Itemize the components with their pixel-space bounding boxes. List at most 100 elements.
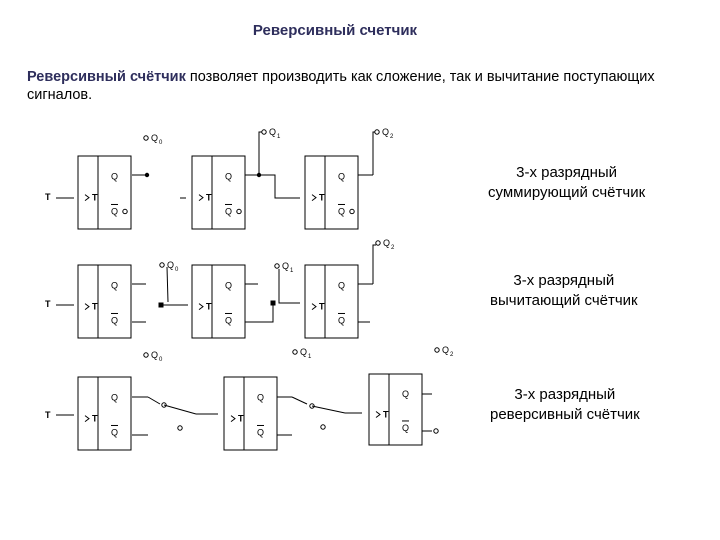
q-output-label: Q	[111, 171, 118, 181]
q-inverse-label: Q	[338, 315, 345, 325]
q2-output-subscript: 2	[450, 352, 454, 358]
clock-input-arrow	[375, 411, 381, 418]
q-output-label: Q	[225, 171, 232, 181]
switch-blade	[311, 405, 346, 414]
intro-paragraph: Реверсивный счётчик позволяет производит…	[27, 68, 707, 104]
clock-input-arrow	[230, 415, 236, 423]
caption-summing: 3-х разрядный суммирующий счётчик	[488, 163, 645, 203]
clock-input-arrow	[198, 194, 204, 202]
clock-input-arrow	[311, 194, 317, 202]
flip-flop-trigger: T Q Q	[191, 264, 246, 339]
q2-output-label: Q	[442, 345, 449, 355]
q-inverse-label: Q	[225, 315, 232, 325]
t-input-label: T	[319, 193, 325, 203]
q0-output-terminal	[143, 135, 149, 141]
q-inverse-label: Q	[338, 206, 345, 216]
q2-riser	[372, 131, 375, 175]
q1-output-label: Q	[269, 127, 276, 137]
q1-output-terminal	[261, 129, 267, 135]
trigger-box	[191, 155, 246, 230]
trigger-box	[191, 264, 246, 339]
q1-drop	[278, 269, 300, 304]
q2-output-terminal	[375, 240, 381, 246]
trigger-box	[77, 264, 132, 339]
q0-output-subscript: 0	[175, 267, 179, 273]
t-input-label: T	[92, 414, 98, 424]
clock-input-arrow	[198, 303, 204, 311]
flip-flop-trigger: T Q Q	[368, 373, 423, 446]
caption-summing-line-1: 3-х разрядный	[516, 164, 618, 181]
q-inverse-terminal	[349, 208, 355, 215]
caption-subtracting-line-1: 3-х разрядный	[513, 272, 615, 289]
t-input-label: T	[319, 302, 325, 312]
q1-output-label: Q	[282, 261, 289, 271]
q1-output-label: Q	[300, 347, 307, 357]
q1-output-subscript: 1	[277, 134, 281, 140]
flip-flop-trigger: T Q Q	[191, 155, 246, 230]
trigger-box	[77, 376, 132, 451]
q-inverse-label: Q	[257, 427, 264, 437]
q-output-label: Q	[338, 171, 345, 181]
caption-subtracting: 3-х разрядный вычитающий счётчик	[490, 271, 638, 311]
intro-term: Реверсивный счётчик	[27, 69, 186, 85]
trigger-box	[77, 155, 132, 230]
switch-contact	[177, 425, 183, 431]
q-inverse-label: Q	[402, 423, 409, 433]
q2-riser	[372, 244, 376, 284]
q-output-label: Q	[111, 392, 118, 402]
q2-output-subscript: 2	[390, 134, 394, 140]
flip-flop-trigger: TQQ	[223, 376, 278, 451]
q2-output-subscript: 2	[391, 245, 395, 251]
q-output-label: Q	[225, 280, 232, 290]
clock-input-arrow	[84, 194, 90, 202]
flip-flop-trigger: TQQ	[304, 264, 359, 339]
q0-output-terminal	[159, 262, 165, 268]
q1-output-subscript: 1	[290, 268, 294, 274]
q0-dot	[144, 172, 150, 178]
t-input-label: T	[206, 302, 212, 312]
flip-flop-trigger: TQQ	[77, 155, 132, 230]
caption-reversible-line-2: реверсивный счётчик	[490, 406, 640, 423]
trigger-box	[304, 155, 359, 230]
q1-output-terminal	[274, 263, 280, 269]
q-inverse-terminal	[433, 428, 439, 434]
switch-contact	[320, 424, 326, 430]
input-t-label: T	[45, 299, 51, 309]
input-t-label: T	[45, 192, 51, 202]
caption-reversible-line-1: 3-х разрядный	[514, 386, 616, 403]
clock-input-arrow	[84, 303, 90, 311]
t-input-label: T	[238, 414, 244, 424]
switch-input-wire	[147, 396, 161, 405]
trigger-box	[223, 376, 278, 451]
trigger-box	[368, 373, 423, 446]
input-t-label: T	[45, 410, 51, 420]
flip-flop-trigger: TQQ	[77, 376, 132, 451]
q-output-label: Q	[402, 389, 409, 399]
t-input-label: T	[92, 302, 98, 312]
q0-output-terminal	[143, 352, 149, 358]
t-input-label: T	[383, 409, 389, 419]
q0-drop	[166, 266, 169, 303]
q-inverse-terminal	[236, 208, 242, 215]
caption-subtracting-line-2: вычитающий счётчик	[490, 292, 638, 309]
clock-input-arrow	[84, 415, 90, 423]
q-inverse-label: Q	[111, 315, 118, 325]
q1-inverse-link	[245, 303, 274, 323]
q1-feed-wire	[259, 174, 298, 199]
clock-input-arrow	[311, 303, 317, 311]
q2-output-label: Q	[382, 127, 389, 137]
q1-riser	[258, 131, 262, 175]
flip-flop-trigger: T Q Q	[304, 155, 359, 230]
q0-output-subscript: 0	[159, 357, 163, 363]
t-input-label: T	[206, 193, 212, 203]
q-inverse-label: Q	[225, 206, 232, 216]
trigger-box	[304, 264, 359, 339]
switch-input-wire	[291, 396, 308, 405]
caption-reversible: 3-х разрядный реверсивный счётчик	[490, 385, 640, 425]
q0-output-label: Q	[151, 350, 158, 360]
intro-text: позволяет производить как сложение, так …	[27, 69, 655, 103]
